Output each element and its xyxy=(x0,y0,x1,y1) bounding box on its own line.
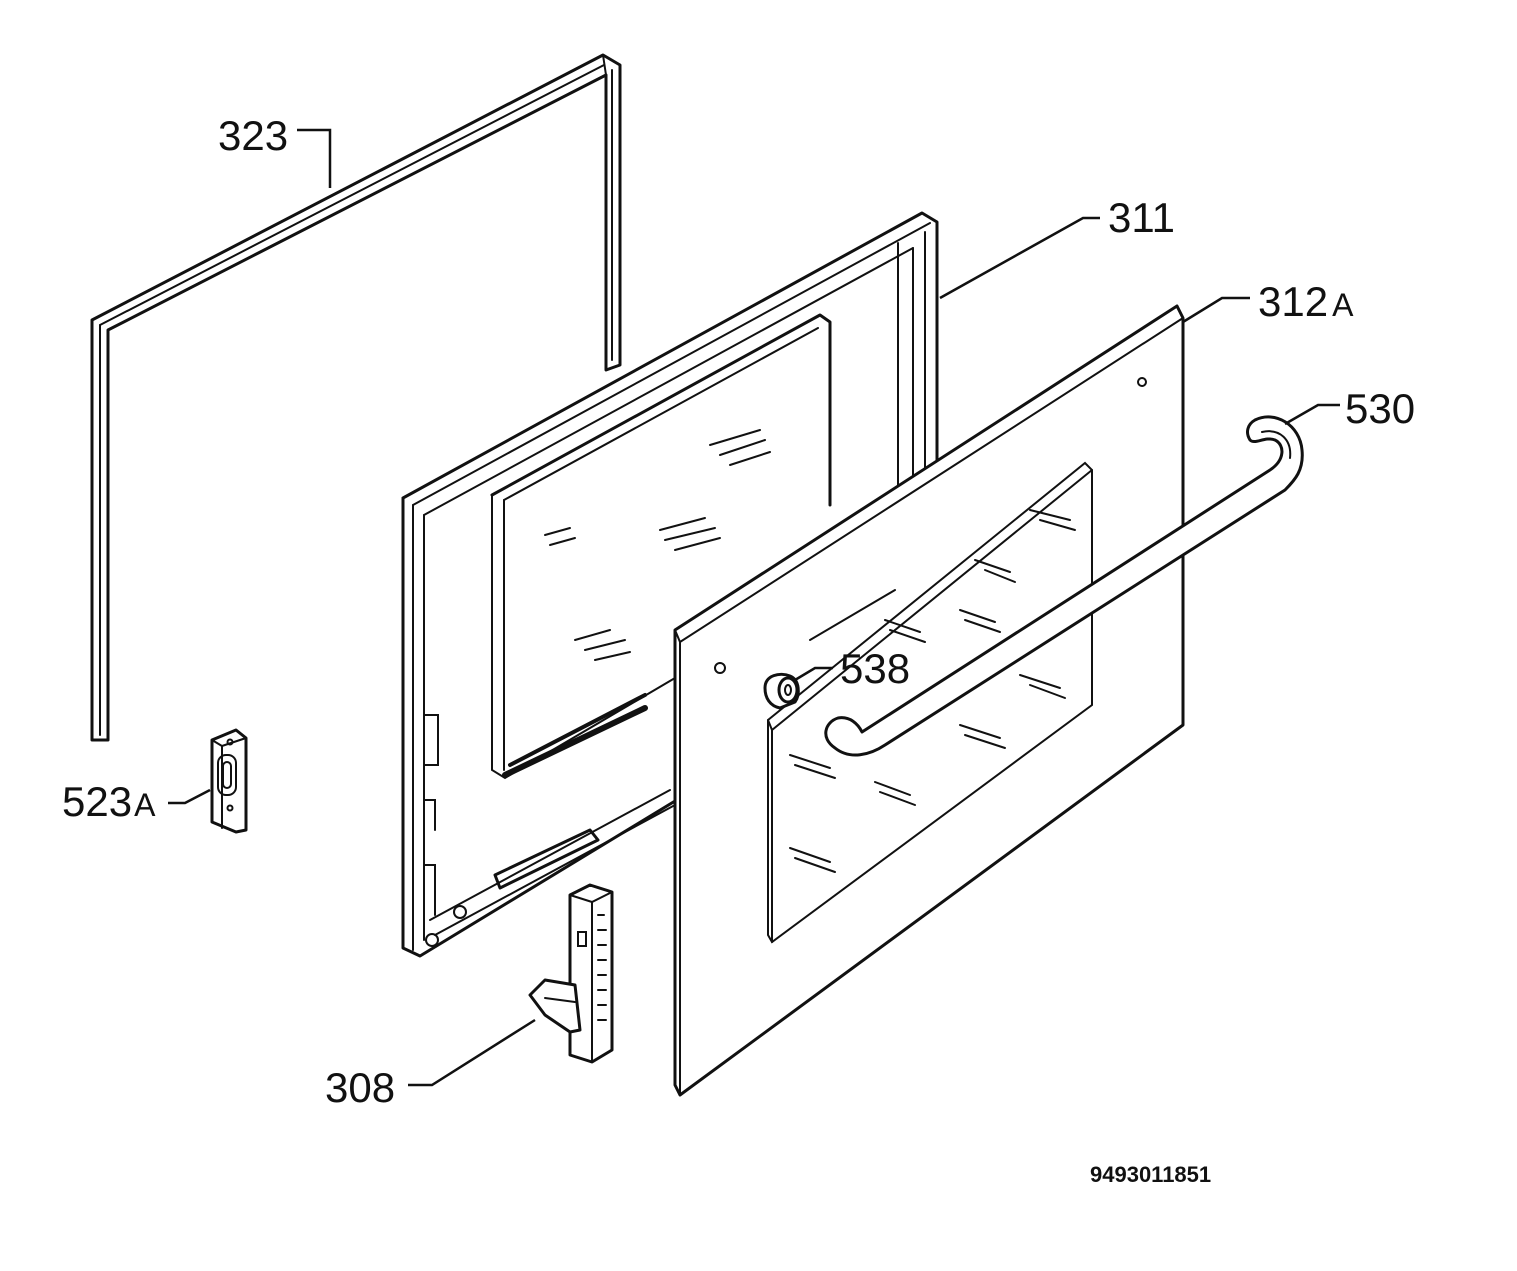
inner-door-frame-part-311 xyxy=(401,211,942,958)
label-523A: 523A xyxy=(62,778,156,825)
label-312A-suffix: A xyxy=(1332,287,1354,323)
label-323: 323 xyxy=(218,112,288,159)
label-530: 530 xyxy=(1345,385,1415,432)
label-523A-number: 523 xyxy=(62,778,132,825)
handle-part-530 xyxy=(824,415,1304,757)
label-311: 311 xyxy=(1108,194,1175,241)
door-catch-part-523A xyxy=(210,728,248,834)
gasket-part-323 xyxy=(90,53,622,742)
leader-lines xyxy=(168,128,1340,1087)
handle-spacer-part-538 xyxy=(763,672,800,710)
label-538: 538 xyxy=(840,645,910,692)
hinge-part-308 xyxy=(528,883,614,1064)
label-523A-suffix: A xyxy=(134,787,156,823)
document-number: 9493011851 xyxy=(1090,1162,1211,1187)
label-308: 308 xyxy=(325,1064,395,1111)
label-312A-number: 312 xyxy=(1258,278,1328,325)
